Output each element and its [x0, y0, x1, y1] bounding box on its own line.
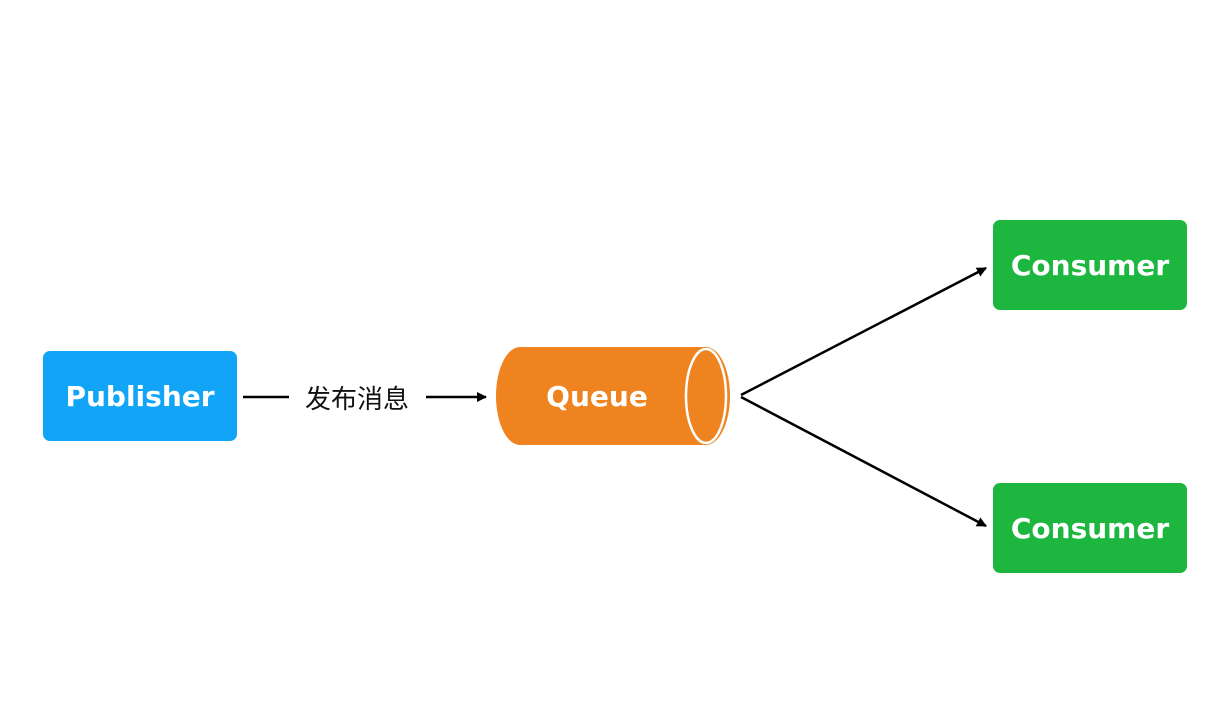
queue-to-consumer-top-arrow [740, 266, 987, 397]
publish-edge-label: 发布消息 [296, 377, 418, 417]
publisher-label: Publisher [65, 379, 215, 413]
consumer-top-label: Consumer [1010, 248, 1170, 282]
queue-label: Queue [546, 379, 648, 413]
consumer-bottom-label: Consumer [1010, 511, 1170, 545]
consumer-node-bottom: Consumer [993, 483, 1187, 573]
queue-to-consumer-bottom-arrow [740, 395, 987, 528]
consumer-node-top: Consumer [993, 220, 1187, 310]
publisher-node: Publisher [43, 351, 237, 441]
queue-cylinder [496, 347, 730, 445]
